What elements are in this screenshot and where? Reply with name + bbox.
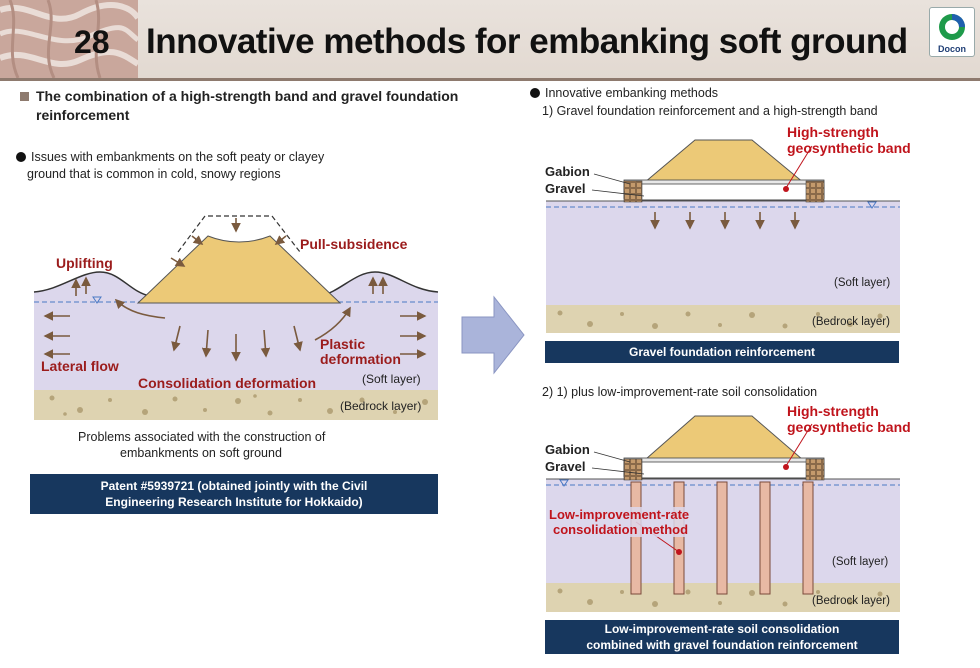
method1-bar: Gravel foundation reinforcement [545,341,899,363]
slide-number: 28 [74,24,110,60]
geosynthetic-band [623,179,825,185]
consolidation-piles [630,481,814,595]
m1-soft-layer: (Soft layer) [834,277,891,289]
geosynthetic-band [623,457,825,463]
m1-gabion-label: Gabion [545,164,590,179]
label-soft-layer: (Soft layer) [362,372,421,386]
m2-gravel-label: Gravel [545,459,586,474]
patent-line1: Patent #5939721 (obtained jointly with t… [100,479,368,493]
patent-line2: Engineering Research Institute for Hokka… [105,495,363,509]
m2-band-line2: geosynthetic band [787,419,911,435]
patent-bar: Patent #5939721 (obtained jointly with t… [30,474,438,514]
issues-bullet [16,152,26,162]
method2-bar-line2: combined with gravel foundation reinforc… [586,638,858,652]
gabion-right [805,180,825,203]
m2-method-line1: Low-improvement-rate [549,507,690,522]
m2-method-line2: consolidation method [553,522,689,537]
method2-bar-line1: Low-improvement-rate soil consolidation [604,622,840,636]
left-heading-line1: The combination of a high-strength band … [36,88,459,104]
decorative-texture [0,0,138,78]
transition-arrow-icon [461,295,525,375]
left-heading-line2: reinforcement [36,107,130,123]
methods-title: Innovative embanking methods [545,86,719,100]
methods-bullet [530,88,540,98]
m1-gravel-label: Gravel [545,181,586,196]
method2-title: 2) 1) plus low-improvement-rate soil con… [542,385,818,399]
label-consolidation-deformation: Consolidation deformation [138,375,317,391]
gravel-layer [623,460,825,479]
m2-soft-layer: (Soft layer) [832,556,889,568]
page-title: Innovative methods for embanking soft gr… [146,22,908,61]
logo-text: Docon [938,44,966,54]
heading-bullet [20,92,29,101]
m2-gabion-label: Gabion [545,442,590,457]
method1-diagram [546,139,900,333]
caption-line1: Problems associated with the constructio… [78,430,326,444]
m1-bedrock-layer: (Bedrock layer) [812,316,890,328]
label-bedrock-layer: (Bedrock layer) [340,399,422,413]
embankment [136,235,342,304]
caption-line2: embankments on soft ground [120,446,282,460]
method2-bar: Low-improvement-rate soil consolidation … [545,620,899,654]
issues-line2: ground that is common in cold, snowy reg… [27,167,281,181]
issues-line1: Issues with embankments on the soft peat… [31,150,325,164]
bedrock-layer [546,305,900,333]
bedrock-layer [34,390,438,420]
soft-ground-problem-diagram [33,215,439,420]
m1-band-line2: geosynthetic band [787,140,911,156]
label-plastic-2: deformation [320,351,401,367]
m2-bedrock-layer: (Bedrock layer) [812,595,890,607]
soft-layer [546,201,900,305]
label-lateral-flow: Lateral flow [41,358,119,374]
docon-logo: Docon [929,7,975,57]
logo-mark-icon [939,14,965,40]
m2-band-line1: High-strength [787,403,879,419]
page-header: 28 Innovative methods for embanking soft… [0,0,980,81]
gravel-layer [623,182,825,201]
label-pull-subsidence: Pull-subsidence [300,236,408,252]
m1-band-line1: High-strength [787,124,879,140]
label-uplifting: Uplifting [56,255,113,271]
method1-title: 1) Gravel foundation reinforcement and a… [542,104,878,118]
label-plastic-1: Plastic [320,336,366,352]
gabion-left [623,458,643,481]
gabion-right [805,458,825,481]
